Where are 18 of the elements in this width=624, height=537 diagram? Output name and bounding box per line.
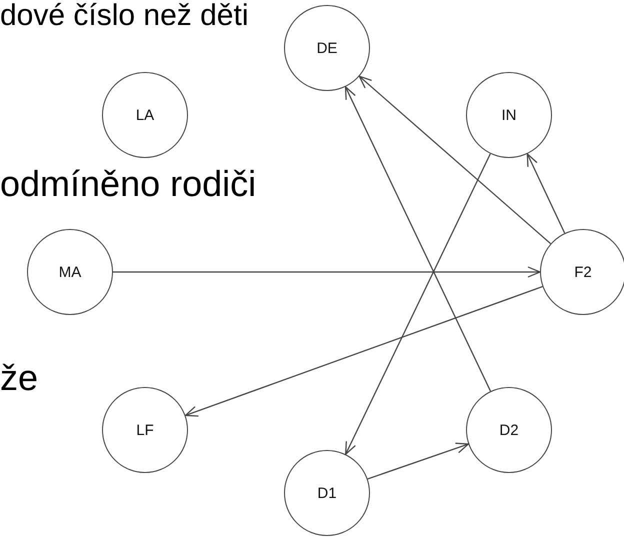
- graph-node: D2: [466, 387, 552, 473]
- graph-node: DE: [284, 5, 370, 91]
- graph-node: F2: [540, 229, 624, 315]
- slide-text: že: [0, 360, 38, 396]
- arrow: [184, 286, 543, 417]
- arrow: [345, 153, 491, 455]
- arrow: [358, 76, 552, 244]
- arrow: [113, 266, 541, 278]
- arrow: [367, 442, 469, 480]
- graph-node: LA: [102, 72, 188, 158]
- arrow: [526, 153, 566, 234]
- graph-node: LF: [102, 387, 188, 473]
- graph-node: IN: [466, 72, 552, 158]
- slide-text: odmíněno rodiči: [0, 166, 256, 202]
- slide-text: dové číslo než děti: [0, 1, 248, 31]
- arrow: [344, 86, 492, 392]
- graph-node: D1: [284, 450, 370, 536]
- graph-node: MA: [27, 229, 113, 315]
